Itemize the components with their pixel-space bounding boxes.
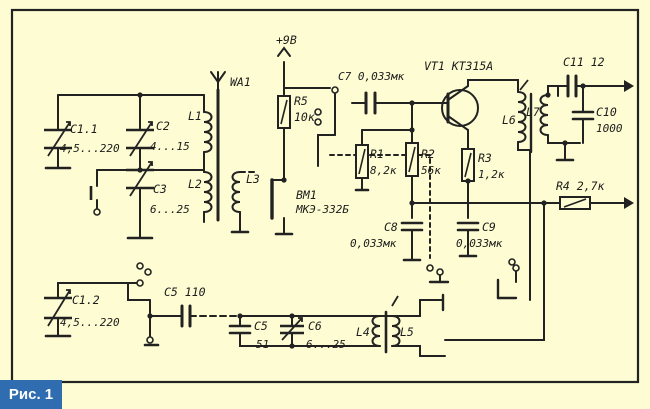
label-c6-name: C6 bbox=[308, 319, 322, 333]
label-c1-2-name: C1.2 bbox=[72, 293, 100, 307]
coil-l5 bbox=[391, 315, 401, 347]
label-r3-value: 1,2к bbox=[478, 168, 505, 181]
label-l6: L6 bbox=[502, 113, 516, 127]
coil-l6 bbox=[517, 91, 527, 143]
label-c7: C7 0,033мк bbox=[338, 70, 405, 83]
output-arrows bbox=[624, 80, 634, 209]
label-bm1-name: BM1 bbox=[296, 188, 317, 202]
switch-terminals bbox=[93, 86, 520, 344]
label-c3-value: 6...25 bbox=[150, 203, 190, 216]
label-c10-value: 1000 bbox=[596, 122, 623, 135]
label-supply: +9В bbox=[276, 33, 297, 47]
trimmer-arrows bbox=[47, 79, 529, 341]
label-vt1: VT1 КТ315А bbox=[424, 59, 493, 73]
figure-caption: Рис. 1 bbox=[0, 380, 62, 409]
coil-l7 bbox=[539, 94, 549, 136]
label-bm1-value: МКЭ-332Б bbox=[295, 203, 349, 216]
schematic-border bbox=[10, 8, 640, 384]
label-r5-name: R5 bbox=[294, 94, 308, 108]
label-c5-name: C5 bbox=[254, 319, 268, 333]
label-c11: C11 12 bbox=[563, 55, 605, 69]
label-l2: L2 bbox=[188, 177, 202, 191]
coil-l4 bbox=[371, 315, 381, 347]
label-l1: L1 bbox=[188, 109, 202, 123]
labels: C1.1 4,5...220 C2 4...15 C3 6...25 WA1 L… bbox=[60, 33, 623, 351]
label-c1-1-name: C1.1 bbox=[70, 122, 98, 136]
label-c1-2-value: 4,5...220 bbox=[60, 316, 120, 329]
label-r4: R4 2,7к bbox=[556, 179, 605, 193]
label-c9-value: 0,033мк bbox=[456, 237, 503, 250]
resistor-hatch bbox=[280, 99, 587, 208]
coil-l3 bbox=[231, 171, 241, 213]
label-l4: L4 bbox=[356, 325, 370, 339]
coil-l1 bbox=[203, 111, 213, 153]
label-l5: L5 bbox=[400, 325, 414, 339]
label-c8-name: C8 bbox=[384, 220, 398, 234]
label-c10-name: C10 bbox=[596, 105, 617, 119]
coil-l2 bbox=[203, 171, 213, 213]
junctions bbox=[137, 83, 586, 349]
label-c2-name: C2 bbox=[156, 119, 170, 133]
label-r3-name: R3 bbox=[478, 151, 492, 165]
label-antenna: WA1 bbox=[230, 75, 251, 89]
label-r2-name: R2 bbox=[421, 147, 435, 161]
label-l3: L3 bbox=[246, 172, 260, 186]
wires bbox=[44, 46, 625, 357]
label-c5-top: C5 110 bbox=[164, 285, 206, 299]
label-r1-value: 8,2к bbox=[370, 164, 397, 177]
label-c8-value: 0,033мк bbox=[350, 237, 397, 250]
label-r5-value: 10к bbox=[294, 110, 315, 124]
label-r1-name: R1 bbox=[370, 147, 384, 161]
label-l7: L7 bbox=[526, 105, 540, 119]
label-c9-name: C9 bbox=[482, 220, 496, 234]
label-c2-value: 4...15 bbox=[150, 140, 190, 153]
label-c3-name: C3 bbox=[153, 182, 167, 196]
antenna-symbol bbox=[210, 71, 226, 84]
label-c6-value: 6...25 bbox=[306, 338, 346, 351]
label-r2-value: 56к bbox=[421, 164, 441, 177]
label-c1-1-value: 4,5...220 bbox=[60, 142, 120, 155]
label-c5-value: 51 bbox=[256, 338, 269, 351]
